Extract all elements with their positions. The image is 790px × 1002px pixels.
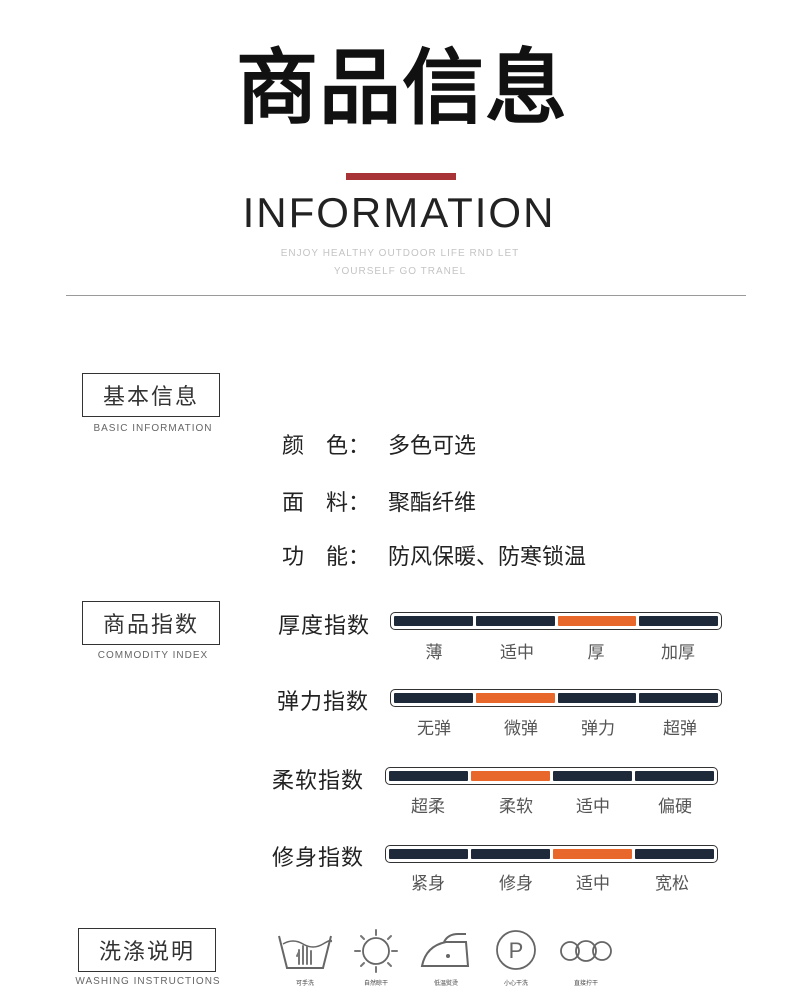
index-segment <box>553 771 632 781</box>
index-bar <box>385 767 718 785</box>
header-divider <box>66 295 746 296</box>
index-segment <box>389 771 468 781</box>
wash-caption: 小心干洗 <box>503 980 528 987</box>
page-title-english: INFORMATION <box>242 189 556 236</box>
index-option: 偏硬 <box>658 797 692 817</box>
info-label: 功 能： <box>282 545 371 570</box>
index-segment <box>394 693 473 703</box>
low-temp-iron-icon: 低温熨烫 <box>416 926 476 990</box>
wash-caption: 可手洗 <box>295 980 314 987</box>
index-segment <box>475 616 555 626</box>
index-option: 超弹 <box>663 719 697 739</box>
index-option: 适中 <box>576 797 610 817</box>
index-segment-active <box>553 849 632 859</box>
info-label: 颜 色： <box>282 434 371 459</box>
index-option: 弹力 <box>581 719 615 739</box>
index-option: 无弹 <box>417 719 451 739</box>
index-segment <box>557 693 637 703</box>
index-bar <box>385 845 718 863</box>
index-segment-active <box>471 771 550 781</box>
commodity-index-heading: 商品指数 <box>82 601 220 645</box>
basic-info-heading-en: BASIC INFORMATION <box>93 423 213 434</box>
index-option: 微弹 <box>504 719 538 739</box>
index-option: 柔软 <box>499 797 533 817</box>
index-label: 弹力指数 <box>277 690 370 715</box>
index-label: 柔软指数 <box>272 769 365 794</box>
index-option: 紧身 <box>411 874 445 894</box>
tumble-dry-icon: 直接拧干 <box>556 926 616 990</box>
wash-caption: 低温熨烫 <box>433 980 458 987</box>
hand-wash-icon: 可手洗 <box>275 926 335 990</box>
index-option: 超柔 <box>411 797 445 817</box>
dry-clean-icon: P 小心干洗 <box>486 926 546 990</box>
index-segment <box>639 616 718 626</box>
natural-dry-icon: 自然晾干 <box>346 926 406 990</box>
index-segment-active <box>557 616 637 626</box>
index-segment <box>639 693 718 703</box>
index-option: 适中 <box>500 643 534 663</box>
title-accent-bar <box>346 173 456 180</box>
svg-text:P: P <box>509 938 524 963</box>
index-segment <box>471 849 550 859</box>
basic-info-heading: 基本信息 <box>82 373 220 417</box>
index-label: 修身指数 <box>272 846 365 871</box>
info-value: 聚酯纤维 <box>388 491 477 516</box>
info-value: 多色可选 <box>388 434 477 459</box>
index-option: 厚 <box>587 643 605 663</box>
page-title: 商品信息 <box>235 41 568 136</box>
index-segment-active <box>475 693 555 703</box>
wash-caption: 自然晾干 <box>363 980 388 987</box>
washing-heading-en: WASHING INSTRUCTIONS <box>75 976 221 987</box>
info-label: 面 料： <box>282 491 371 516</box>
index-segment <box>394 616 473 626</box>
subtitle-line-2: YOURSELF GO TRANEL <box>333 266 467 277</box>
wash-caption: 直接拧干 <box>573 980 598 987</box>
index-option: 适中 <box>576 874 610 894</box>
index-segment <box>389 849 468 859</box>
washing-heading: 洗涤说明 <box>78 928 216 972</box>
info-row-function: 功 能： 防风保暖、防寒锁温 <box>282 543 586 573</box>
index-segment <box>635 771 714 781</box>
index-bar <box>390 612 722 630</box>
index-segment <box>635 849 714 859</box>
index-option: 薄 <box>425 643 443 663</box>
index-label: 厚度指数 <box>278 614 371 639</box>
info-row-color: 颜 色： 多色可选 <box>282 432 476 462</box>
info-row-fabric: 面 料： 聚酯纤维 <box>282 489 476 519</box>
index-option: 修身 <box>499 874 533 894</box>
subtitle-line-1: ENJOY HEALTHY OUTDOOR LIFE RND LET <box>280 248 520 259</box>
commodity-index-heading-en: COMMODITY INDEX <box>97 650 209 661</box>
index-option: 宽松 <box>655 874 689 894</box>
index-bar <box>390 689 722 707</box>
index-option: 加厚 <box>661 643 695 663</box>
info-value: 防风保暖、防寒锁温 <box>388 545 587 570</box>
